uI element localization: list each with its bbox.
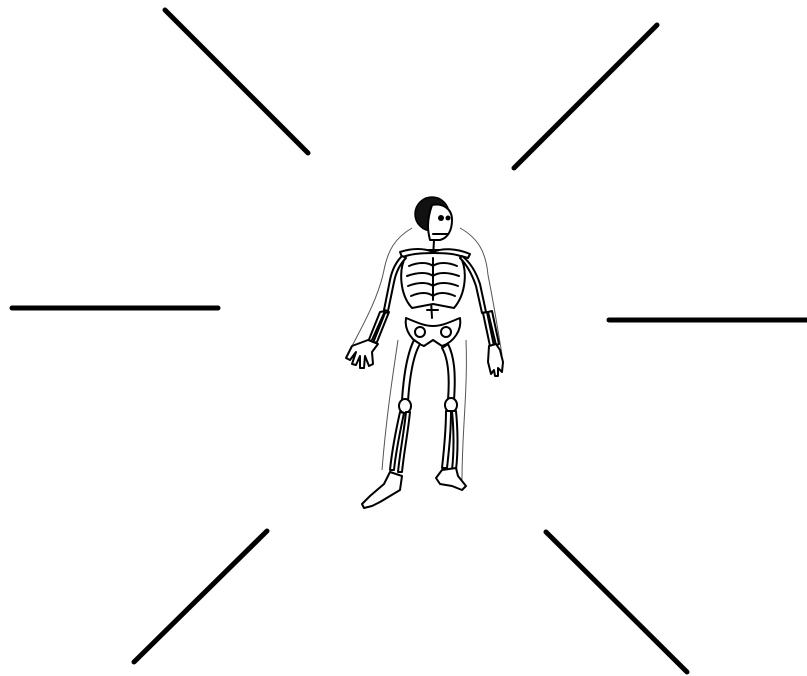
right-foot xyxy=(436,468,466,490)
pointer-line-bottom-left xyxy=(134,531,267,662)
skeleton-illustration xyxy=(346,197,503,508)
pointer-line-top-right xyxy=(514,25,657,168)
left-foot xyxy=(362,472,402,508)
right-leg xyxy=(436,344,466,490)
pointer-line-top-left xyxy=(165,10,308,153)
left-hand xyxy=(346,340,378,368)
pointer-line-bottom-right xyxy=(546,532,687,672)
skull xyxy=(415,197,452,240)
rib-cage xyxy=(401,253,465,308)
left-arm xyxy=(346,256,406,368)
